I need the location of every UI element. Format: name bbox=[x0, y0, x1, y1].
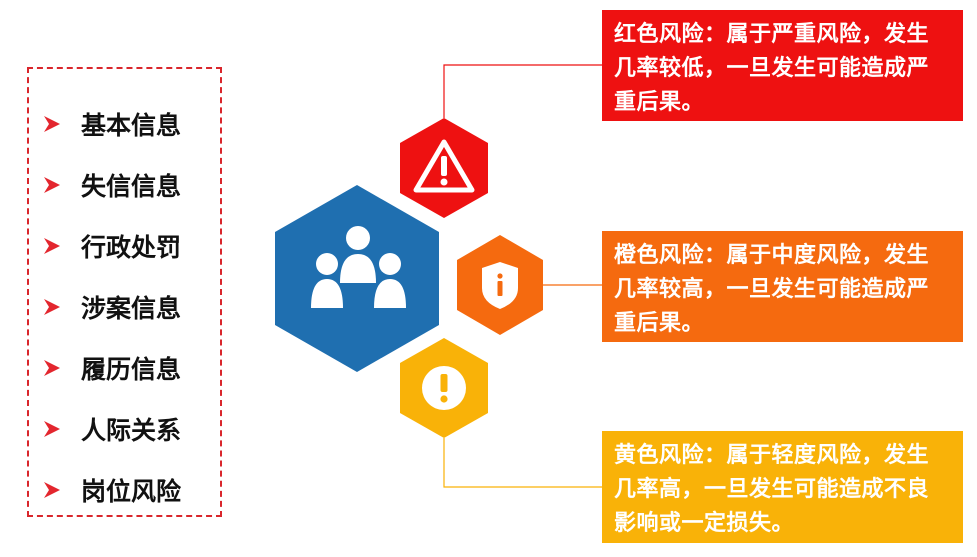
arrow-right-icon bbox=[44, 176, 60, 193]
category-list-panel: 基本信息 失信信息 行政处罚 涉案信息 履历信息 人际关系 岗位风险 bbox=[27, 67, 222, 517]
arrow-right-icon bbox=[44, 115, 60, 132]
connector-yellow bbox=[443, 438, 602, 488]
list-item: 行政处罚 bbox=[43, 215, 181, 276]
list-item: 基本信息 bbox=[43, 93, 181, 154]
orange-risk-callout: 橙色风险：属于中度风险，发生几率较高，一旦发生可能造成严重后果。 bbox=[602, 231, 963, 342]
warning-triangle-icon bbox=[413, 139, 475, 193]
category-label: 岗位风险 bbox=[81, 476, 182, 506]
list-item: 履历信息 bbox=[43, 337, 181, 398]
category-label: 涉案信息 bbox=[81, 293, 182, 323]
yellow-risk-callout: 黄色风险：属于轻度风险，发生几率高，一旦发生可能造成不良影响或一定损失。 bbox=[602, 431, 963, 543]
arrow-right-icon bbox=[44, 481, 60, 498]
category-label: 行政处罚 bbox=[81, 232, 182, 262]
category-label: 人际关系 bbox=[81, 415, 182, 445]
category-label: 履历信息 bbox=[81, 354, 182, 384]
category-label: 基本信息 bbox=[81, 110, 182, 140]
list-item: 岗位风险 bbox=[43, 459, 181, 520]
red-risk-callout: 红色风险：属于严重风险，发生几率较低，一旦发生可能造成严重后果。 bbox=[602, 10, 963, 121]
people-group-icon bbox=[311, 226, 406, 308]
list-item: 涉案信息 bbox=[43, 276, 181, 337]
list-item: 人际关系 bbox=[43, 398, 181, 459]
exclamation-circle-icon bbox=[422, 366, 466, 410]
category-label: 失信信息 bbox=[81, 171, 182, 201]
shield-info-icon bbox=[482, 262, 518, 309]
connector-red bbox=[443, 64, 602, 118]
list-item: 失信信息 bbox=[43, 154, 181, 215]
arrow-right-icon bbox=[44, 420, 60, 437]
category-list: 基本信息 失信信息 行政处罚 涉案信息 履历信息 人际关系 岗位风险 bbox=[43, 93, 181, 520]
arrow-right-icon bbox=[44, 359, 60, 376]
arrow-right-icon bbox=[44, 237, 60, 254]
arrow-right-icon bbox=[44, 298, 60, 315]
